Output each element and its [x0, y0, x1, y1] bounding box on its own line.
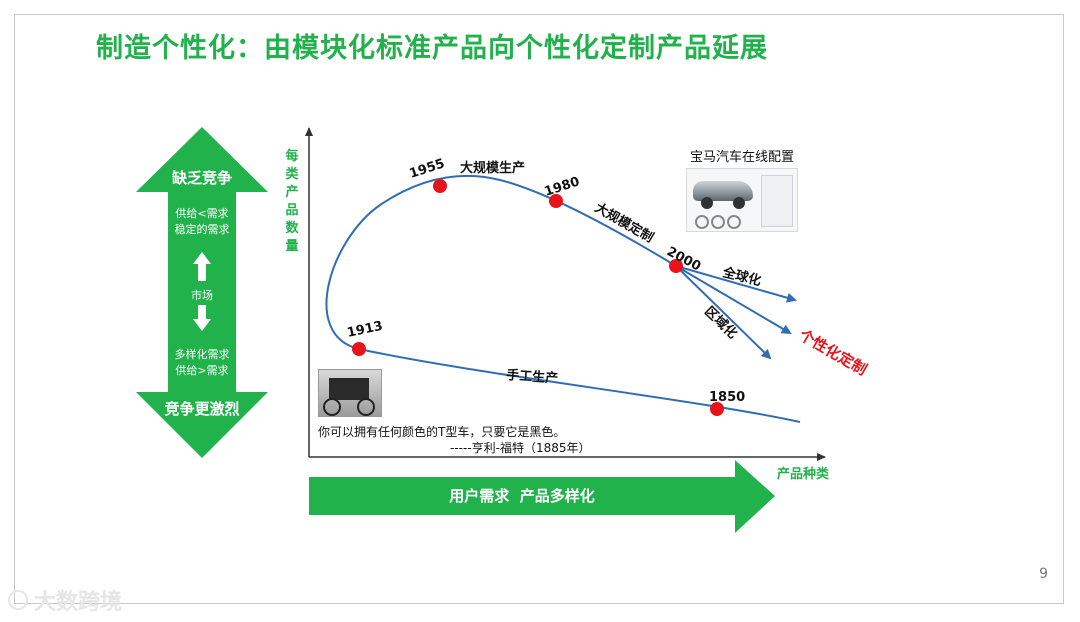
point-1955 — [433, 179, 447, 193]
market-top-sub2: 稳定的需求 — [175, 222, 230, 236]
y-axis-label: 每 类 产 品 数 量 — [285, 148, 299, 254]
wheel-icon — [733, 197, 745, 209]
wheel-icon — [323, 398, 341, 416]
point-2000 — [669, 259, 683, 273]
y-axis-char: 量 — [285, 239, 298, 254]
config-panel-image — [761, 175, 793, 227]
phase-handcraft: 手工生产 — [506, 367, 559, 387]
production-curve — [325, 174, 801, 423]
page-number: 9 — [1039, 566, 1048, 582]
point-1913 — [352, 342, 366, 356]
year-label-1980: 1980 — [543, 174, 582, 199]
wheel-icon — [357, 398, 375, 416]
y-axis-char: 每 — [285, 148, 298, 164]
personalized-branch-arrow — [675, 265, 792, 335]
timeline-points — [352, 179, 724, 416]
demand-arrow-shape — [309, 460, 775, 533]
point-1980 — [549, 194, 563, 208]
watermark-logo: 大数跨境 — [8, 584, 122, 616]
y-axis-char: 类 — [285, 166, 299, 182]
down-arrow-icon — [193, 305, 211, 331]
point-1850 — [710, 402, 724, 416]
bmw-caption: 宝马汽车在线配置 — [690, 149, 794, 165]
demand-arrow-label: 用户需求 产品多样化 — [449, 487, 594, 505]
slide-title: 制造个性化：由模块化标准产品向个性化定制产品延展 — [96, 33, 768, 64]
phase-mass-production: 大规模生产 — [460, 160, 525, 176]
car-body-image — [329, 378, 369, 400]
x-axis-label: 产品种类 — [777, 466, 830, 482]
wheel-icon — [701, 197, 713, 209]
market-top-label: 缺乏竞争 — [171, 169, 232, 187]
rim-icon — [727, 215, 741, 229]
year-label-1913: 1913 — [346, 319, 385, 341]
market-top-sub1: 供给<需求 — [175, 206, 228, 220]
market-double-arrow: 缺乏竞争 供给<需求 稳定的需求 市场 多样化需求 供给>需求 竞争更激烈 — [136, 127, 268, 458]
watermark-text: 大数跨境 — [34, 590, 123, 615]
demand-arrow: 用户需求 产品多样化 — [309, 460, 775, 533]
year-label-1850: 1850 — [709, 390, 745, 405]
chart-axes: 每 类 产 品 数 量 产品种类 — [285, 127, 830, 482]
up-arrow-icon — [193, 252, 211, 281]
rim-icon — [711, 215, 725, 229]
y-axis-char: 品 — [285, 203, 298, 218]
market-bottom-label: 竞争更激烈 — [164, 400, 239, 418]
y-axis-char: 产 — [285, 184, 298, 200]
market-bottom-sub1: 多样化需求 — [175, 347, 230, 361]
model-t-photo — [318, 369, 382, 417]
bmw-configurator-image — [686, 168, 798, 232]
ford-quote-text: 你可以拥有任何颜色的T型车，只要它是黑色。 — [318, 424, 565, 439]
rim-icon — [695, 215, 709, 229]
market-arrow-shape — [136, 127, 268, 458]
global-branch-arrow — [675, 265, 797, 303]
market-bottom-sub2: 供给>需求 — [175, 363, 228, 377]
y-axis-char: 数 — [285, 220, 299, 236]
regional-branch-arrow — [675, 265, 772, 360]
ford-quote-author: -----亨利-福特（1885年） — [450, 440, 591, 455]
market-middle-label: 市场 — [191, 288, 213, 302]
phase-personalized: 个性化定制 — [795, 325, 870, 379]
watermark-icon — [8, 590, 28, 610]
bmw-car-image — [693, 181, 753, 201]
